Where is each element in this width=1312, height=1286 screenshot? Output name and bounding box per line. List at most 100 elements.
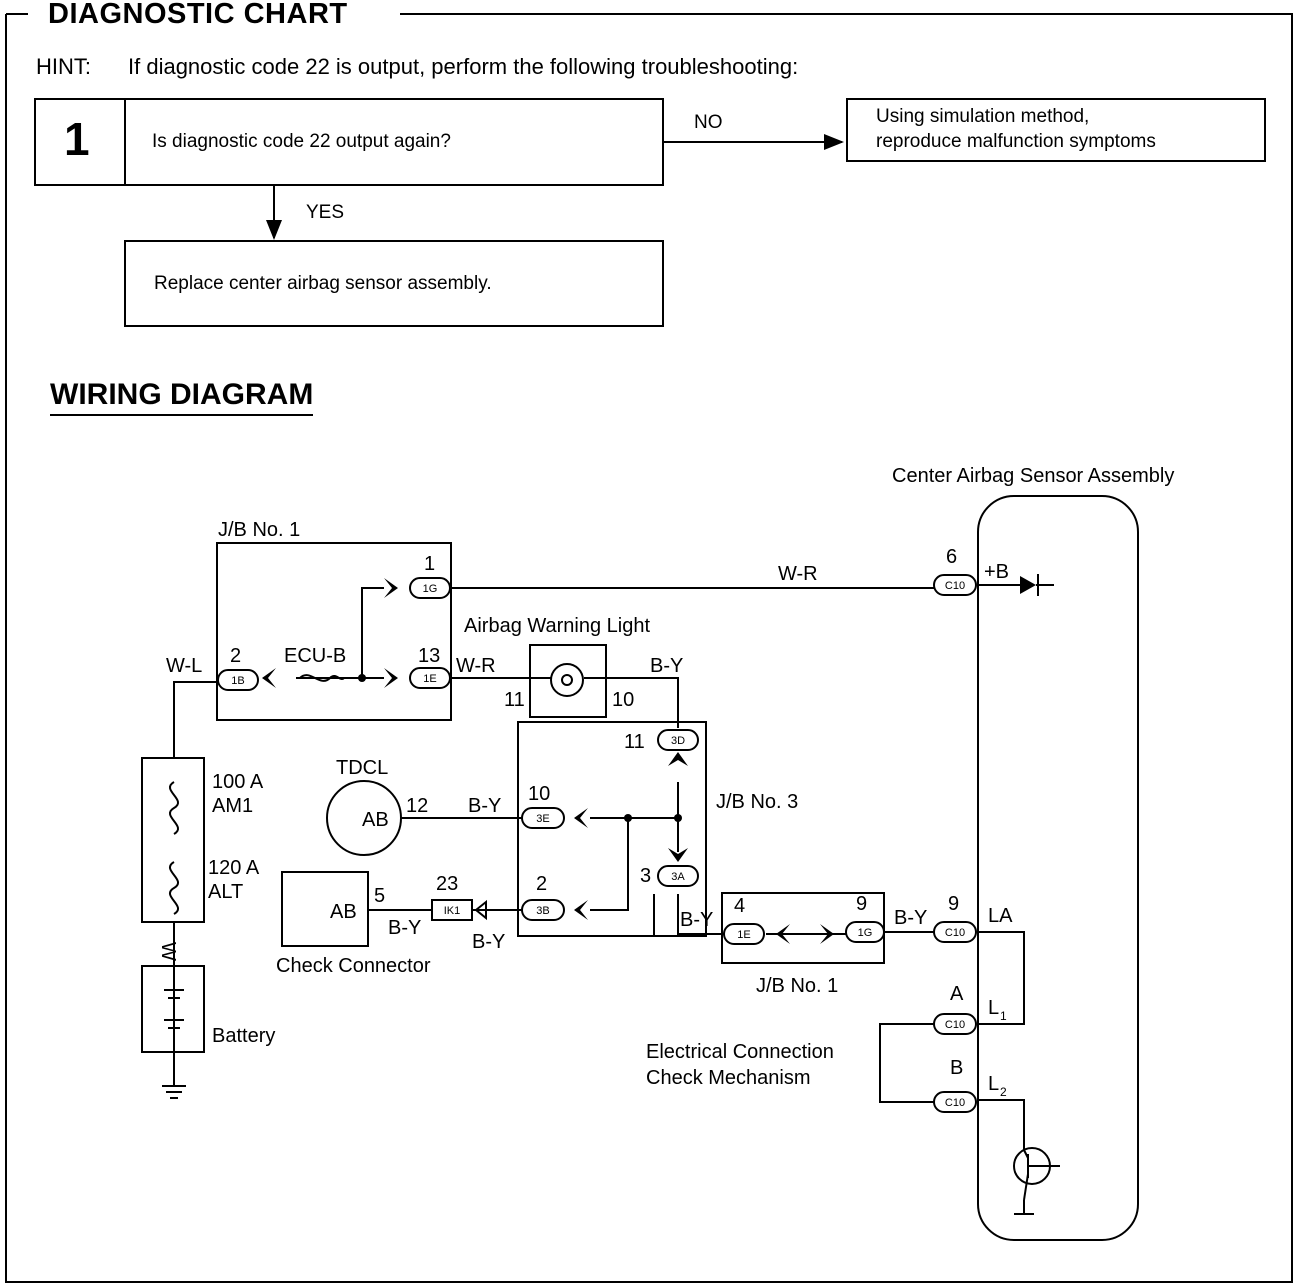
no-action-line2: reproduce malfunction symptoms: [876, 131, 1156, 152]
pin-4: 4: [734, 895, 745, 917]
connector-code-3a: 3A: [671, 871, 685, 883]
connector-1e: [409, 667, 451, 689]
connector-ik1: [431, 899, 473, 921]
wire-label-w-batt: W: [157, 942, 179, 961]
chevron-jb1-right: [820, 924, 834, 944]
fuse-am1-icon: [169, 781, 179, 835]
no-label: NO: [694, 112, 723, 133]
connector-code-1g-bottom: 1G: [858, 927, 873, 939]
hint-text: If diagnostic code 22 is output, perform…: [128, 54, 799, 79]
wire-label-w-l: W-L: [166, 655, 202, 677]
pin-3: 3: [640, 865, 651, 887]
wiring-diagram-title: WIRING DIAGRAM: [50, 378, 314, 416]
battery-label: Battery: [212, 1025, 275, 1047]
wire-label-b-y-light: B-Y: [650, 655, 683, 677]
plus-b-label: +B: [984, 561, 1009, 583]
connector-3e: [521, 807, 565, 829]
chevron-3b: [574, 900, 588, 920]
pin-10-light: 10: [612, 689, 634, 711]
ecu-b-fuse-icon: [299, 674, 345, 682]
fuse-am1-rating: 100 A: [212, 771, 264, 793]
connector-1b: [217, 669, 259, 691]
pin-6: 6: [946, 546, 957, 568]
connector-code-c10-9: C10: [945, 927, 965, 939]
pin-1: 1: [424, 553, 435, 575]
l1-subscript: 1: [1000, 1009, 1007, 1023]
yes-action-box: [124, 240, 664, 327]
chevron-1e: [384, 668, 398, 688]
connector-code-1b: 1B: [231, 675, 244, 687]
pin-23: 23: [436, 873, 458, 895]
connector-code-ik1: IK1: [444, 905, 461, 917]
pin-11-light: 11: [504, 689, 525, 711]
connector-1g: [409, 577, 451, 599]
jb1-top-label: J/B No. 1: [218, 519, 300, 541]
l2-label: L: [988, 1073, 999, 1095]
pin-13: 13: [418, 645, 440, 667]
diode-icon: [1020, 574, 1054, 596]
fuse-am1-name: AM1: [212, 795, 253, 817]
step-1-box: [34, 98, 664, 186]
jb1-top-box: [216, 542, 452, 721]
connector-c10-a: [933, 1013, 977, 1035]
hint-label: HINT:: [36, 54, 91, 79]
connector-code-3b: 3B: [536, 905, 549, 917]
fuse-alt-icon: [169, 861, 179, 915]
pin-9-c10: 9: [948, 893, 959, 915]
connector-3b: [521, 899, 565, 921]
pin-2: 2: [230, 645, 241, 667]
chevron-1g: [384, 578, 398, 598]
connector-c10-6: [933, 574, 977, 596]
yes-action-text: Replace center airbag sensor assembly.: [154, 273, 492, 294]
connector-code-3d: 3D: [671, 735, 685, 747]
no-action-line1: Using simulation method,: [876, 106, 1090, 127]
connector-code-c10-a: C10: [945, 1019, 965, 1031]
connector-3a: [657, 865, 699, 887]
pin-5: 5: [374, 885, 385, 907]
pin-a: A: [950, 983, 964, 1005]
wire-label-b-y-jb3: B-Y: [680, 909, 713, 931]
pin-b: B: [950, 1057, 963, 1079]
wire-label-b-y-c10: B-Y: [894, 907, 927, 929]
ecc-label-line1: Electrical Connection: [646, 1041, 834, 1063]
connector-code-1g: 1G: [423, 583, 438, 595]
connector-c10-9: [933, 921, 977, 943]
diagnostic-chart-title: DIAGNOSTIC CHART: [48, 0, 348, 30]
center-airbag-sensor-outline: [977, 495, 1139, 1241]
center-airbag-label: Center Airbag Sensor Assembly: [892, 465, 1174, 487]
tdcl-label: TDCL: [336, 757, 388, 779]
jb3-label: J/B No. 3: [716, 791, 798, 813]
step-divider: [124, 98, 126, 186]
wire-label-w-r-mid: W-R: [456, 655, 496, 677]
chevron-3a: [668, 848, 688, 862]
wire-label-b-y-tdcl: B-Y: [468, 795, 501, 817]
airbag-light-label: Airbag Warning Light: [464, 615, 650, 637]
connector-1e-bottom: [723, 923, 765, 945]
connector-code-c10-b: C10: [945, 1097, 965, 1109]
connector-3d: [657, 729, 699, 751]
chevron-3e: [574, 808, 588, 828]
l2-subscript: 2: [1000, 1085, 1007, 1099]
chevron-1b: [262, 668, 276, 688]
wire-label-w-r-top: W-R: [778, 563, 818, 585]
check-ab-label: AB: [330, 901, 357, 923]
wire-label-b-y-check2: B-Y: [472, 931, 505, 953]
pin-11-3d: 11: [624, 731, 645, 753]
no-action-box: [846, 98, 1266, 162]
warning-light-bulb-icon: [550, 663, 584, 697]
chevron-3d: [668, 752, 688, 766]
connector-code-1e: 1E: [423, 673, 436, 685]
step-question: Is diagnostic code 22 output again?: [152, 131, 451, 152]
connector-code-1e-bottom: 1E: [737, 929, 750, 941]
jb1-bottom-label: J/B No. 1: [756, 975, 838, 997]
wire-label-b-y-check1: B-Y: [388, 917, 421, 939]
step-number: 1: [64, 113, 90, 165]
pin-10-3e: 10: [528, 783, 550, 805]
check-connector-label: Check Connector: [276, 955, 431, 977]
tdcl-ab-label: AB: [362, 809, 389, 831]
connector-code-3e: 3E: [536, 813, 549, 825]
connector-code-c10-6: C10: [945, 580, 965, 592]
connector-c10-b: [933, 1091, 977, 1113]
